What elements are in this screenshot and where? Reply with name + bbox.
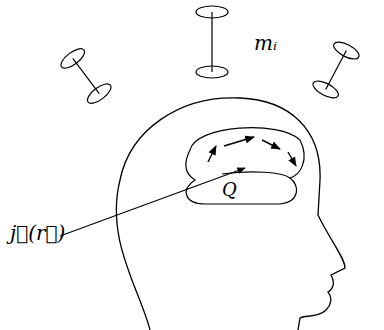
sensor-coil — [310, 39, 361, 102]
current-arrow — [288, 152, 296, 166]
region-fold — [222, 172, 290, 178]
region-border — [186, 128, 304, 204]
sensor-label: mᵢ — [254, 32, 277, 54]
current-arrow — [262, 140, 280, 149]
region-outline — [182, 122, 310, 210]
current-arrow — [208, 146, 216, 162]
current-label: j⃗(r⃗) — [10, 222, 65, 244]
current-arrow — [224, 137, 254, 146]
sensor-coil — [196, 6, 228, 78]
leader-arrow — [60, 168, 245, 236]
sensor-coil — [58, 45, 114, 107]
head-outline — [116, 98, 345, 330]
region-label: Q — [222, 180, 237, 200]
brain-region: Q — [182, 122, 310, 210]
